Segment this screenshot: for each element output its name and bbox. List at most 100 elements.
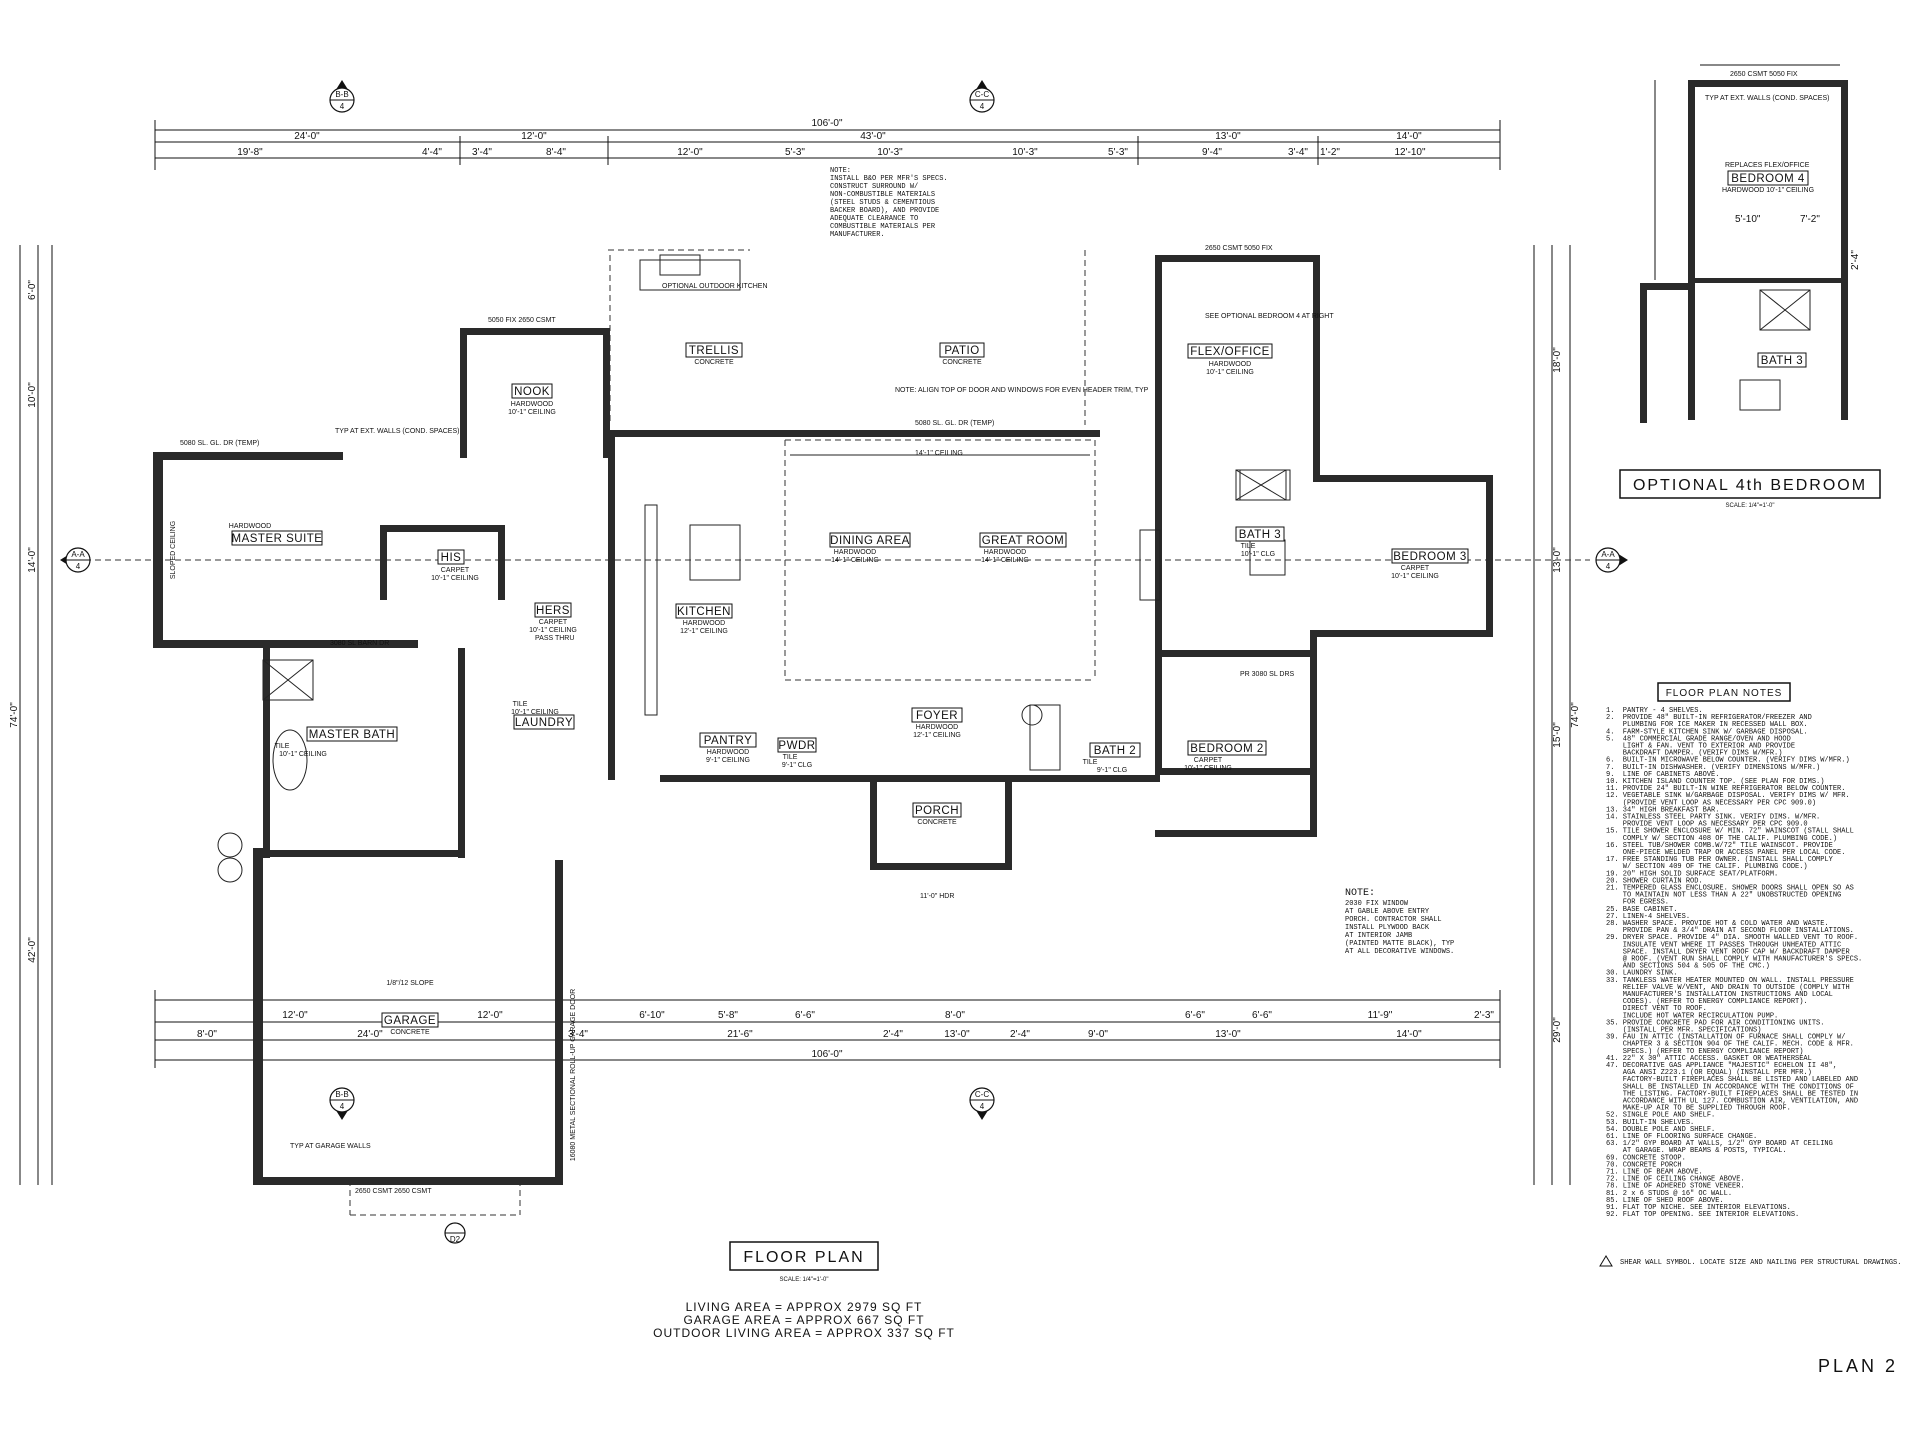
- detail-marker-d2[interactable]: D2: [444, 1222, 466, 1244]
- legend-item: PLUMBING FOR ICE MAKER IN RECESSED WALL …: [1606, 721, 1808, 729]
- marker-bb-sheet: 4: [340, 102, 345, 111]
- legend-item: ACCORDANCE WITH UL 127. COMBUSTION AIR, …: [1606, 1098, 1858, 1106]
- room-pwdr-label: PWDR: [778, 740, 815, 752]
- bot-dim-10: 14'-0": [1396, 1029, 1422, 1040]
- room-bath2: BATH 2 TILE 9'-1" CLG: [1083, 742, 1141, 774]
- room-nook-label: NOOK: [514, 386, 550, 398]
- room-trellis: TRELLIS CONCRETE: [685, 342, 743, 366]
- legend-item: FOR EGRESS.: [1606, 899, 1669, 907]
- room-his-label: HIS: [441, 552, 462, 564]
- fireplace-note-8: MANUFACTURER.: [830, 231, 885, 239]
- legend-item: 20. SHOWER CURTAIN ROD.: [1606, 877, 1703, 885]
- room-flex-ceiling: 10'-1" CEILING: [1206, 369, 1254, 376]
- fireplace-note-6: ADEQUATE CLEARANCE TO: [830, 215, 918, 223]
- right-overall-dim: 74'-0": [1570, 702, 1581, 728]
- top-dim-b4: 8'-4": [546, 147, 566, 158]
- legend-item: 2. PROVIDE 48" BUILT-IN REFRIGERATOR/FRE…: [1606, 714, 1812, 722]
- legend-item: 7. BUILT-IN DISHWASHER. (VERIFY DIMENSIO…: [1606, 764, 1820, 772]
- section-markers: B-B 4 C-C 4 A-A 4 A-A 4 B-B: [60, 80, 1628, 1244]
- top-dim-b2: 4'-4": [422, 147, 442, 158]
- top-dim-b10: 9'-4": [1202, 147, 1222, 158]
- bot-dim-3: 3'-4": [568, 1029, 588, 1040]
- opt-replaces-label: REPLACES FLEX/OFFICE: [1725, 162, 1810, 169]
- section-marker-bb-top[interactable]: B-B 4: [329, 80, 355, 113]
- room-pantry-floor: HARDWOOD: [707, 749, 749, 756]
- bot-dim-9: 13'-0": [1215, 1029, 1241, 1040]
- opt-dim-1: 5'-10": [1735, 214, 1761, 225]
- room-nook-ceiling: 10'-1" CEILING: [508, 409, 556, 416]
- room-hers-label: HERS: [536, 605, 570, 617]
- barn-door-label: 3080 SL BARN DR: [330, 640, 389, 647]
- top-dim-5: 14'-0": [1396, 131, 1422, 142]
- marker-cc-sheet: 4: [980, 102, 985, 111]
- room-patio: PATIO CONCRETE: [939, 342, 985, 366]
- opt-dim-2: 7'-2": [1800, 214, 1820, 225]
- legend-item: 54. DOUBLE POLE AND SHELF.: [1606, 1126, 1715, 1134]
- flex-window-label: 2650 CSMT 5050 FIX: [1205, 245, 1273, 252]
- room-mbath-floor: TILE: [275, 743, 290, 750]
- room-master-floor: HARDWOOD: [229, 523, 271, 530]
- left-dim-4: 42'-0": [27, 937, 38, 963]
- room-bed2: BEDROOM 2 CARPET 10'-1" CEILING: [1184, 740, 1267, 772]
- misc-labels: OPTIONAL OUTDOOR KITCHEN 14'-1" CEILING …: [180, 245, 1334, 1195]
- legend-item: 85. LINE OF SHED ROOF ABOVE.: [1606, 1197, 1724, 1205]
- legend-item: 91. FLAT TOP NICHE. SEE INTERIOR ELEVATI…: [1606, 1204, 1791, 1212]
- room-garage-floor: CONCRETE: [390, 1029, 430, 1036]
- room-labels: NOOK HARDWOOD 10'-1" CEILING TRELLIS CON…: [170, 342, 1469, 1036]
- room-dining: DINING AREA HARDWOOD 14'-1" CEILING: [829, 532, 911, 564]
- room-laundry-label: LAUNDRY: [515, 717, 573, 729]
- legend-item: 63. 1/2" GYP BOARD AT WALLS, 1/2" GYP BO…: [1606, 1140, 1833, 1148]
- top-dim-b8: 10'-3": [1012, 147, 1038, 158]
- legend-item: 11. PROVIDE 24" BUILT-IN WINE REFRIGERAT…: [1606, 785, 1845, 793]
- garage-door-label: 16080 METAL SECTIONAL ROLL-UP GARAGE DOO…: [570, 989, 577, 1161]
- legend-item: 33. TANKLESS WATER HEATER MOUNTED ON WAL…: [1606, 977, 1854, 985]
- porch-header-label: 11'-0" HDR: [920, 893, 954, 900]
- right-dim-4: 29'-0": [1552, 1017, 1563, 1043]
- legend-item: LIGHT & FAN. VENT TO EXTERIOR AND PROVID…: [1606, 743, 1795, 751]
- legend-item: 5. 48" COMMERCIAL GRADE RANGE/OVEN AND H…: [1606, 735, 1791, 743]
- marker-bb-bottom-label: B-B: [335, 1090, 348, 1099]
- section-marker-aa-left[interactable]: A-A 4: [60, 547, 91, 573]
- legend-item: 69. CONCRETE STOOP.: [1606, 1154, 1686, 1162]
- bot-dim-b9: 11'-9": [1368, 1010, 1393, 1021]
- bot-dim-b8: 6'-6": [1252, 1010, 1272, 1021]
- section-marker-cc-bottom[interactable]: C-C 4: [969, 1087, 995, 1120]
- top-dim-b9: 5'-3": [1108, 147, 1128, 158]
- top-dimensions: 106'-0" 24'-0" 12'-0" 43'-0" 13'-0" 14'-…: [154, 118, 1501, 170]
- marker-bb-label: B-B: [335, 90, 348, 99]
- room-dining-label: DINING AREA: [830, 535, 910, 547]
- left-overall-dim: 74'-0": [9, 702, 20, 728]
- room-great-label: GREAT ROOM: [982, 535, 1065, 547]
- section-marker-bb-bottom[interactable]: B-B 4: [329, 1087, 355, 1120]
- top-dim-2: 12'-0": [521, 131, 547, 142]
- legend-item: (INSTALL PER MFR. SPECIFICATIONS): [1606, 1027, 1761, 1035]
- room-bed3: BEDROOM 3 CARPET 10'-1" CEILING: [1391, 548, 1469, 580]
- porch-note-1: 2030 FIX WINDOW: [1345, 900, 1409, 908]
- top-dim-3: 43'-0": [860, 131, 886, 142]
- room-master-label: MASTER SUITE: [232, 533, 323, 545]
- bot-dim-b7: 6'-6": [1185, 1010, 1205, 1021]
- opt-bedroom4-label: BEDROOM 4: [1731, 173, 1805, 185]
- room-garage-label: GARAGE: [384, 1015, 436, 1027]
- section-marker-aa-right[interactable]: A-A 4: [1595, 547, 1628, 573]
- porch-note-5: AT INTERIOR JAMB: [1345, 932, 1412, 940]
- legend-item: 70. CONCRETE PORCH: [1606, 1161, 1682, 1169]
- room-patio-floor: CONCRETE: [942, 359, 982, 366]
- fireplace-note-7: COMBUSTIBLE MATERIALS PER: [830, 223, 936, 231]
- legend-item: MANUFACTURER'S INSTALLATION INSTRUCTIONS…: [1606, 991, 1833, 999]
- fireplace-note-head: NOTE:: [830, 167, 851, 175]
- section-marker-cc-top[interactable]: C-C 4: [969, 80, 995, 113]
- room-foyer-floor: HARDWOOD: [916, 724, 958, 731]
- legend-item: 4. FARM-STYLE KITCHEN SINK W/ GARBAGE DI…: [1606, 728, 1808, 736]
- room-bath3-ceiling: 10'-1" CLG: [1241, 551, 1275, 558]
- legend-item: SPECS.) (REFER TO ENERGY COMPLIANCE REPO…: [1606, 1048, 1803, 1056]
- room-mbath-ceiling: 10'-1" CEILING: [279, 751, 327, 758]
- room-pantry: PANTRY HARDWOOD 9'-1" CEILING: [699, 732, 757, 764]
- room-great: GREAT ROOM HARDWOOD 14'-1" CEILING: [979, 532, 1067, 564]
- room-pantry-label: PANTRY: [704, 735, 753, 747]
- bottom-dimensions: 106'-0" 8'-0" 24'-0" 3'-4" 21'-6" 2'-4" …: [154, 990, 1501, 1068]
- legend-item: INSULATE VENT WHERE IT PASSES THROUGH UN…: [1606, 941, 1841, 949]
- room-bed2-floor: CARPET: [1194, 757, 1223, 764]
- marker-cc-bottom-sheet: 4: [980, 1102, 985, 1111]
- legend-item: 92. FLAT TOP OPENING. SEE INTERIOR ELEVA…: [1606, 1211, 1799, 1219]
